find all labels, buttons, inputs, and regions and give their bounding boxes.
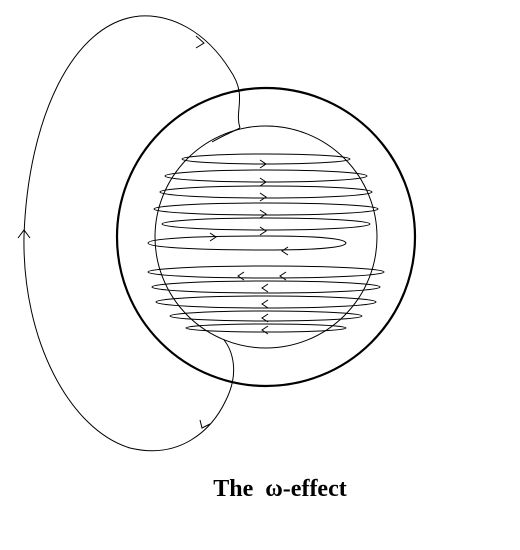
arrow-left-icon xyxy=(281,246,289,256)
toroidal-loop xyxy=(147,265,385,279)
outer-circle xyxy=(115,86,417,388)
toroidal-loop xyxy=(164,169,368,183)
toroidal-loop xyxy=(181,153,351,165)
toroidal-loop xyxy=(153,202,379,216)
arrow-left-icon xyxy=(261,313,269,323)
toroidal-loop xyxy=(161,217,371,231)
toroidal-loop xyxy=(159,185,373,199)
arrow-left-icon xyxy=(261,283,269,293)
arrow-left-icon xyxy=(237,271,245,281)
toroidal-loop xyxy=(151,280,381,294)
toroidal-field-loops xyxy=(147,153,385,333)
toroidal-loop xyxy=(169,310,363,322)
arrow-icon xyxy=(17,229,31,239)
toroidal-loop-open xyxy=(147,235,347,251)
arrow-right-icon xyxy=(259,192,267,202)
arrow-right-icon xyxy=(209,232,217,242)
toroidal-loop xyxy=(185,323,347,333)
arrow-right-icon xyxy=(259,159,267,169)
arrow-left-icon xyxy=(261,325,269,335)
arrow-left-icon xyxy=(261,299,269,309)
poloidal-field-line xyxy=(23,15,241,452)
arrow-right-icon xyxy=(259,209,267,219)
arrow-icon xyxy=(195,35,205,49)
direction-arrows xyxy=(209,159,289,335)
arrow-right-icon xyxy=(259,226,267,236)
arrow-icon xyxy=(199,419,211,429)
diagram-caption: The ω-effect xyxy=(213,476,347,502)
arrow-left-icon xyxy=(279,271,287,281)
inner-sphere xyxy=(154,125,378,349)
poloidal-field-line-inner-top xyxy=(211,127,241,143)
arrow-right-icon xyxy=(259,177,267,187)
toroidal-loop xyxy=(155,295,377,309)
